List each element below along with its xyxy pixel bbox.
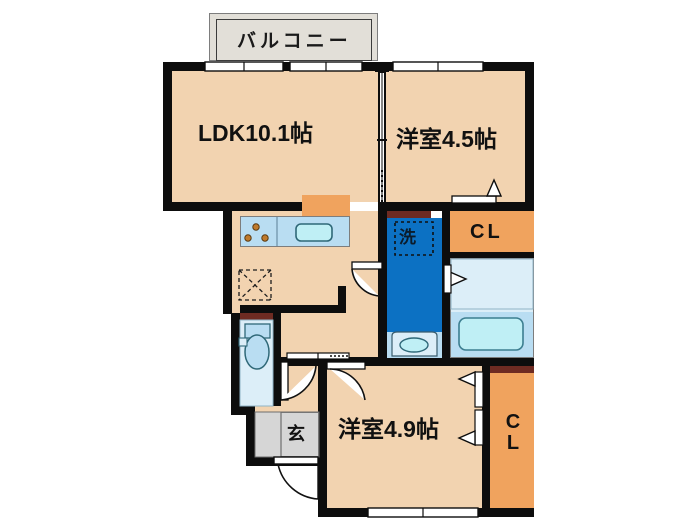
washer-label: 洗 (399, 228, 416, 247)
ldk-label: LDK10.1帖 (198, 120, 314, 146)
bathroom-washarea (451, 259, 533, 309)
washroom-door-header (387, 211, 431, 218)
balcony-label: バルコニー (237, 31, 352, 52)
wall-entrance-bottom (246, 457, 326, 466)
wall-cl-top-left (442, 211, 450, 257)
exterior-wall-left-upper (163, 62, 172, 211)
exterior-wall-top (163, 62, 534, 71)
wall-hallway-jog-h (240, 305, 346, 313)
wall-under-washitsu1 (378, 202, 534, 211)
washroom-vanity-base (387, 332, 442, 358)
entrance-step (255, 412, 281, 457)
closet-top-label: CL (470, 221, 503, 243)
exterior-wall-left-kitchen (223, 202, 232, 313)
wall-hallway-jog-v (338, 286, 346, 313)
closet-bottom-header (490, 366, 534, 373)
bathtub-zone (451, 312, 533, 357)
balcony-inner (216, 19, 372, 61)
closet-bottom (490, 372, 534, 508)
toilet-floor (240, 320, 273, 406)
washitsu2-label: 洋室4.9帖 (338, 416, 439, 442)
wall-above-bedroom2 (273, 357, 534, 366)
wall-kitchen-counter-back (232, 202, 302, 211)
wall-cl-top-bottom (450, 252, 534, 258)
wall-corridor-right (378, 211, 387, 359)
wall-entrance-bedroom2 (318, 366, 327, 466)
ldk-floor (172, 71, 378, 202)
kitchen-counter (240, 216, 350, 247)
toilet-door-header (240, 313, 273, 320)
closet-top (450, 211, 534, 252)
exterior-wall-left-toilet (231, 305, 240, 415)
exterior-wall-left-entrance (246, 406, 255, 466)
wall-ldk-bottom-jog (163, 202, 232, 211)
washitsu1-label: 洋室4.5帖 (396, 126, 497, 152)
kitchen-upper-cabinet (302, 195, 350, 217)
exterior-wall-bottom (318, 508, 534, 517)
wall-bedroom2-closet (482, 366, 490, 508)
sliding-partition-track (380, 73, 384, 209)
entrance-label: 玄 (287, 424, 305, 444)
wall-toilet-bottom (231, 406, 254, 415)
wall-bedroom2-left (318, 457, 327, 517)
